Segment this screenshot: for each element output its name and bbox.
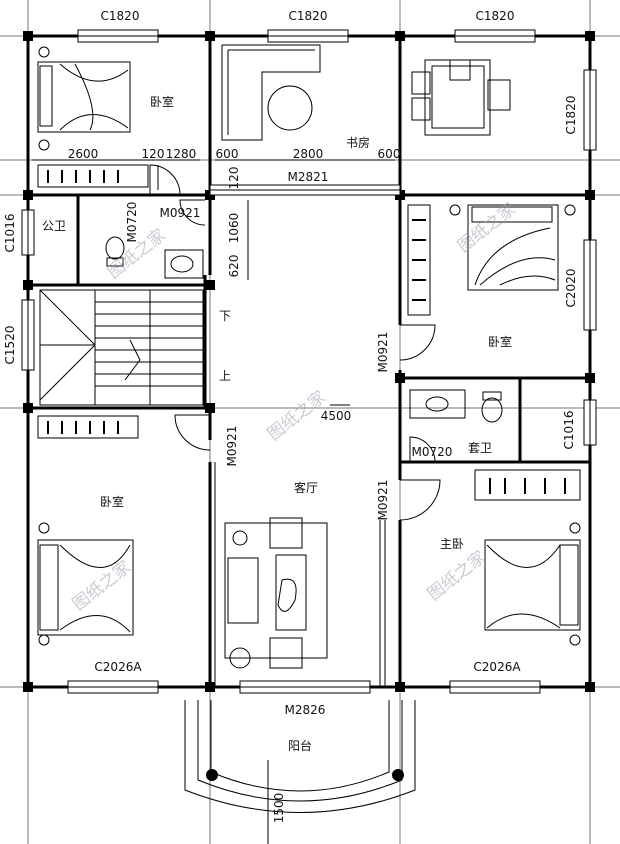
dim-1500: 1500 <box>272 793 286 824</box>
window-study-bottom <box>209 184 401 196</box>
stair-label-up: 上 <box>219 369 231 383</box>
watermark-2: 图纸之家 <box>454 199 520 257</box>
window-left-bath <box>21 209 35 256</box>
code-window-top-left: C1820 <box>101 9 140 23</box>
watermark-4: 图纸之家 <box>69 557 135 615</box>
window-right-bedroom <box>583 239 597 331</box>
windows <box>21 29 597 694</box>
code-window-top-right: C1820 <box>476 9 515 23</box>
door-master-swing <box>399 479 441 521</box>
window-top-mid <box>267 29 349 43</box>
window-right-bath <box>583 399 597 446</box>
bath-fixtures <box>105 236 503 423</box>
bed-master <box>484 522 581 646</box>
dim-600-a: 600 <box>216 147 239 161</box>
dim-120-a: 120 <box>142 147 165 161</box>
bed-e <box>449 204 576 291</box>
wardrobes <box>37 164 581 501</box>
door-suite-bath-swing <box>409 436 436 463</box>
code-door-study: M2821 <box>288 170 329 184</box>
code-door-bedroom-w: M0921 <box>225 426 239 467</box>
balcony-outline <box>184 700 416 813</box>
bed-nw <box>37 46 131 151</box>
partitions <box>157 165 386 687</box>
room-label-bedroom-e: 卧室 <box>488 334 512 349</box>
code-window-left-bath: C1016 <box>3 214 17 253</box>
code-door-public-bath-inner: M0720 <box>125 202 139 243</box>
window-right-study <box>583 69 597 151</box>
room-label-public-bath: 公卫 <box>42 219 66 233</box>
window-top-left <box>77 29 159 43</box>
code-window-top-mid: C1820 <box>289 9 328 23</box>
dim-120-b: 120 <box>227 167 241 190</box>
dim-2600: 2600 <box>68 147 99 161</box>
window-bottom-left <box>67 680 159 694</box>
room-label-study: 书房 <box>346 135 370 150</box>
dim-2800: 2800 <box>293 147 324 161</box>
code-window-right-bedroom: C2020 <box>564 269 578 308</box>
door-bedroom-w-swing <box>174 414 211 451</box>
living-furniture <box>224 517 328 669</box>
room-label-living: 客厅 <box>294 480 318 495</box>
code-window-bottom-right: C2026A <box>473 660 521 674</box>
dim-1060: 1060 <box>227 213 241 244</box>
dim-1280: 1280 <box>166 147 197 161</box>
code-door-suite-bath: M0720 <box>412 445 453 459</box>
room-label-bedroom-w: 卧室 <box>100 494 124 509</box>
room-label-suite-bath: 套卫 <box>468 441 492 455</box>
window-bottom-right <box>449 680 541 694</box>
dim-4500: 4500 <box>321 409 352 423</box>
dim-620: 620 <box>227 255 241 278</box>
room-label-master-bedroom: 主卧 <box>440 537 464 551</box>
code-window-right-study: C1820 <box>564 96 578 135</box>
balcony-door-opening <box>239 680 371 694</box>
staircase <box>39 289 204 406</box>
code-door-master: M0921 <box>376 480 390 521</box>
code-door-balcony: M2826 <box>285 703 326 717</box>
code-door-public-bath: M0921 <box>160 206 201 220</box>
code-door-bedroom-e: M0921 <box>376 332 390 373</box>
dim-600-b: 600 <box>378 147 401 161</box>
room-label-balcony: 阳台 <box>288 738 312 753</box>
code-window-left-stair: C1520 <box>3 326 17 365</box>
room-label-bedroom-nw: 卧室 <box>150 94 174 109</box>
watermark-5: 图纸之家 <box>424 547 490 605</box>
dimension-lines <box>32 159 395 844</box>
bed-w <box>37 522 134 646</box>
window-left-stair <box>21 299 35 371</box>
door-bath-swing <box>179 199 206 226</box>
code-window-bottom-left: C2026A <box>94 660 142 674</box>
stair-treads <box>39 289 203 405</box>
door-bedroom-e-swing <box>399 324 436 361</box>
stair-label-down: 下 <box>219 309 231 323</box>
study-furniture <box>221 44 511 141</box>
code-window-right-bath: C1016 <box>562 411 576 450</box>
door-bedroom-nw-swing <box>149 164 181 196</box>
window-top-right <box>454 29 536 43</box>
doors <box>149 164 441 521</box>
